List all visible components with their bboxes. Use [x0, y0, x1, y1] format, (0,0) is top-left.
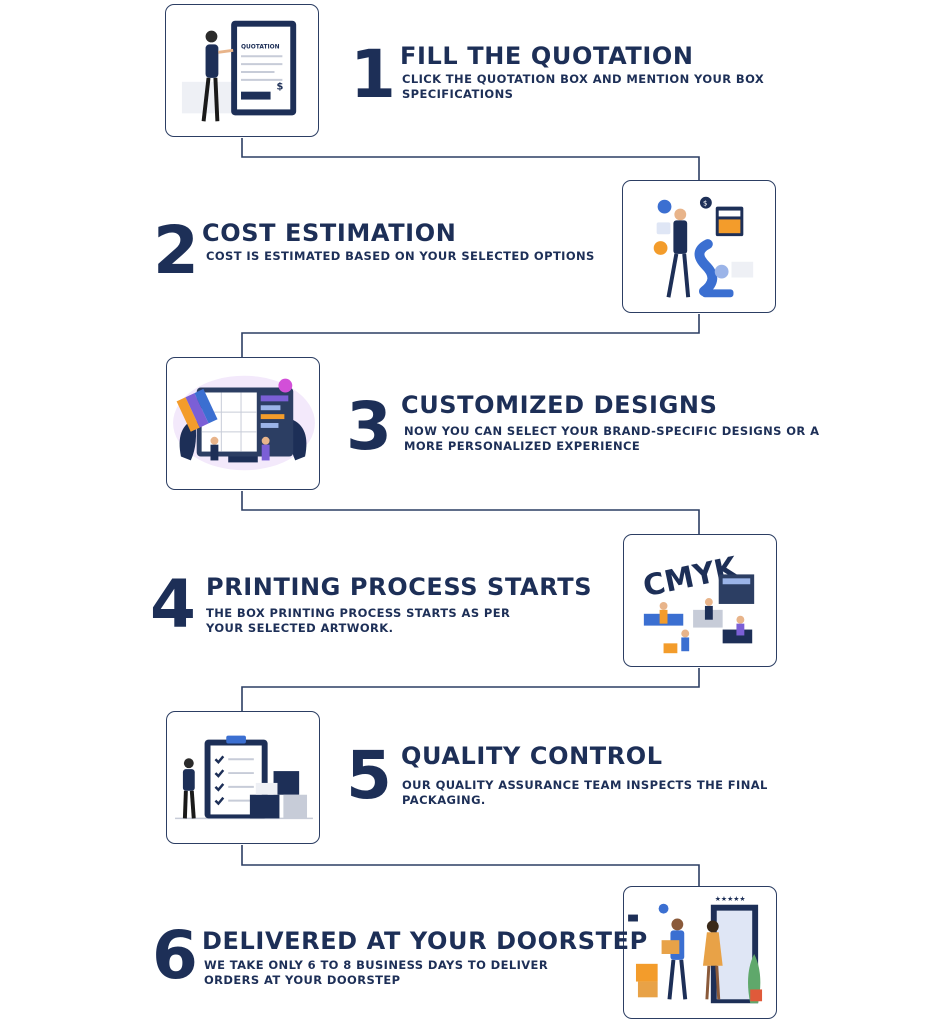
step-4-illustration-card: CMYK — [623, 534, 777, 667]
step-4-title: PRINTING PROCESS STARTS — [206, 573, 593, 601]
step-1-title: FILL THE QUOTATION — [400, 42, 694, 70]
quotation-doc-label: QUOTATION — [241, 44, 280, 50]
step-6-title: DELIVERED AT YOUR DOORSTEP — [202, 927, 648, 955]
step-6-number: 6 — [152, 917, 198, 994]
quality-checklist-illustration-icon — [175, 735, 313, 820]
step-1-illustration-card: QUOTATION $ — [165, 4, 319, 137]
delivery-illustration-icon: ★★★★★ — [628, 895, 763, 1004]
step-3-title: CUSTOMIZED DESIGNS — [401, 391, 718, 419]
step-5-illustration-card — [166, 711, 320, 844]
step-5-title: QUALITY CONTROL — [401, 742, 663, 770]
step-4-number: 4 — [150, 566, 196, 643]
svg-text:$: $ — [703, 200, 707, 208]
step-1-description: CLICK THE QUOTATION BOX AND MENTION YOUR… — [402, 72, 765, 101]
design-illustration-icon — [173, 375, 315, 471]
step-4-description: THE BOX PRINTING PROCESS STARTS AS PER Y… — [206, 606, 511, 635]
step-5-description: OUR QUALITY ASSURANCE TEAM INSPECTS THE … — [402, 778, 768, 807]
step-2-illustration-card: $ — [622, 180, 776, 313]
step-1-number: 1 — [350, 36, 396, 113]
step-6-illustration-card: ★★★★★ — [623, 886, 777, 1019]
svg-text:$: $ — [276, 82, 283, 93]
step-3-number: 3 — [346, 388, 392, 465]
rating-stars: ★★★★★ — [715, 895, 746, 903]
step-5-number: 5 — [346, 737, 392, 814]
step-6-description: WE TAKE ONLY 6 TO 8 BUSINESS DAYS TO DEL… — [204, 958, 549, 987]
quotation-illustration-icon: QUOTATION $ — [181, 20, 297, 122]
step-3-illustration-card — [166, 357, 320, 490]
step-2-title: COST ESTIMATION — [202, 219, 457, 247]
step-3-description: NOW YOU CAN SELECT YOUR BRAND-SPECIFIC D… — [404, 424, 820, 453]
printing-illustration-icon: CMYK — [640, 550, 755, 654]
cost-estimation-illustration-icon: $ — [653, 196, 754, 298]
step-2-number: 2 — [153, 212, 199, 289]
step-2-description: COST IS ESTIMATED BASED ON YOUR SELECTED… — [206, 249, 595, 263]
